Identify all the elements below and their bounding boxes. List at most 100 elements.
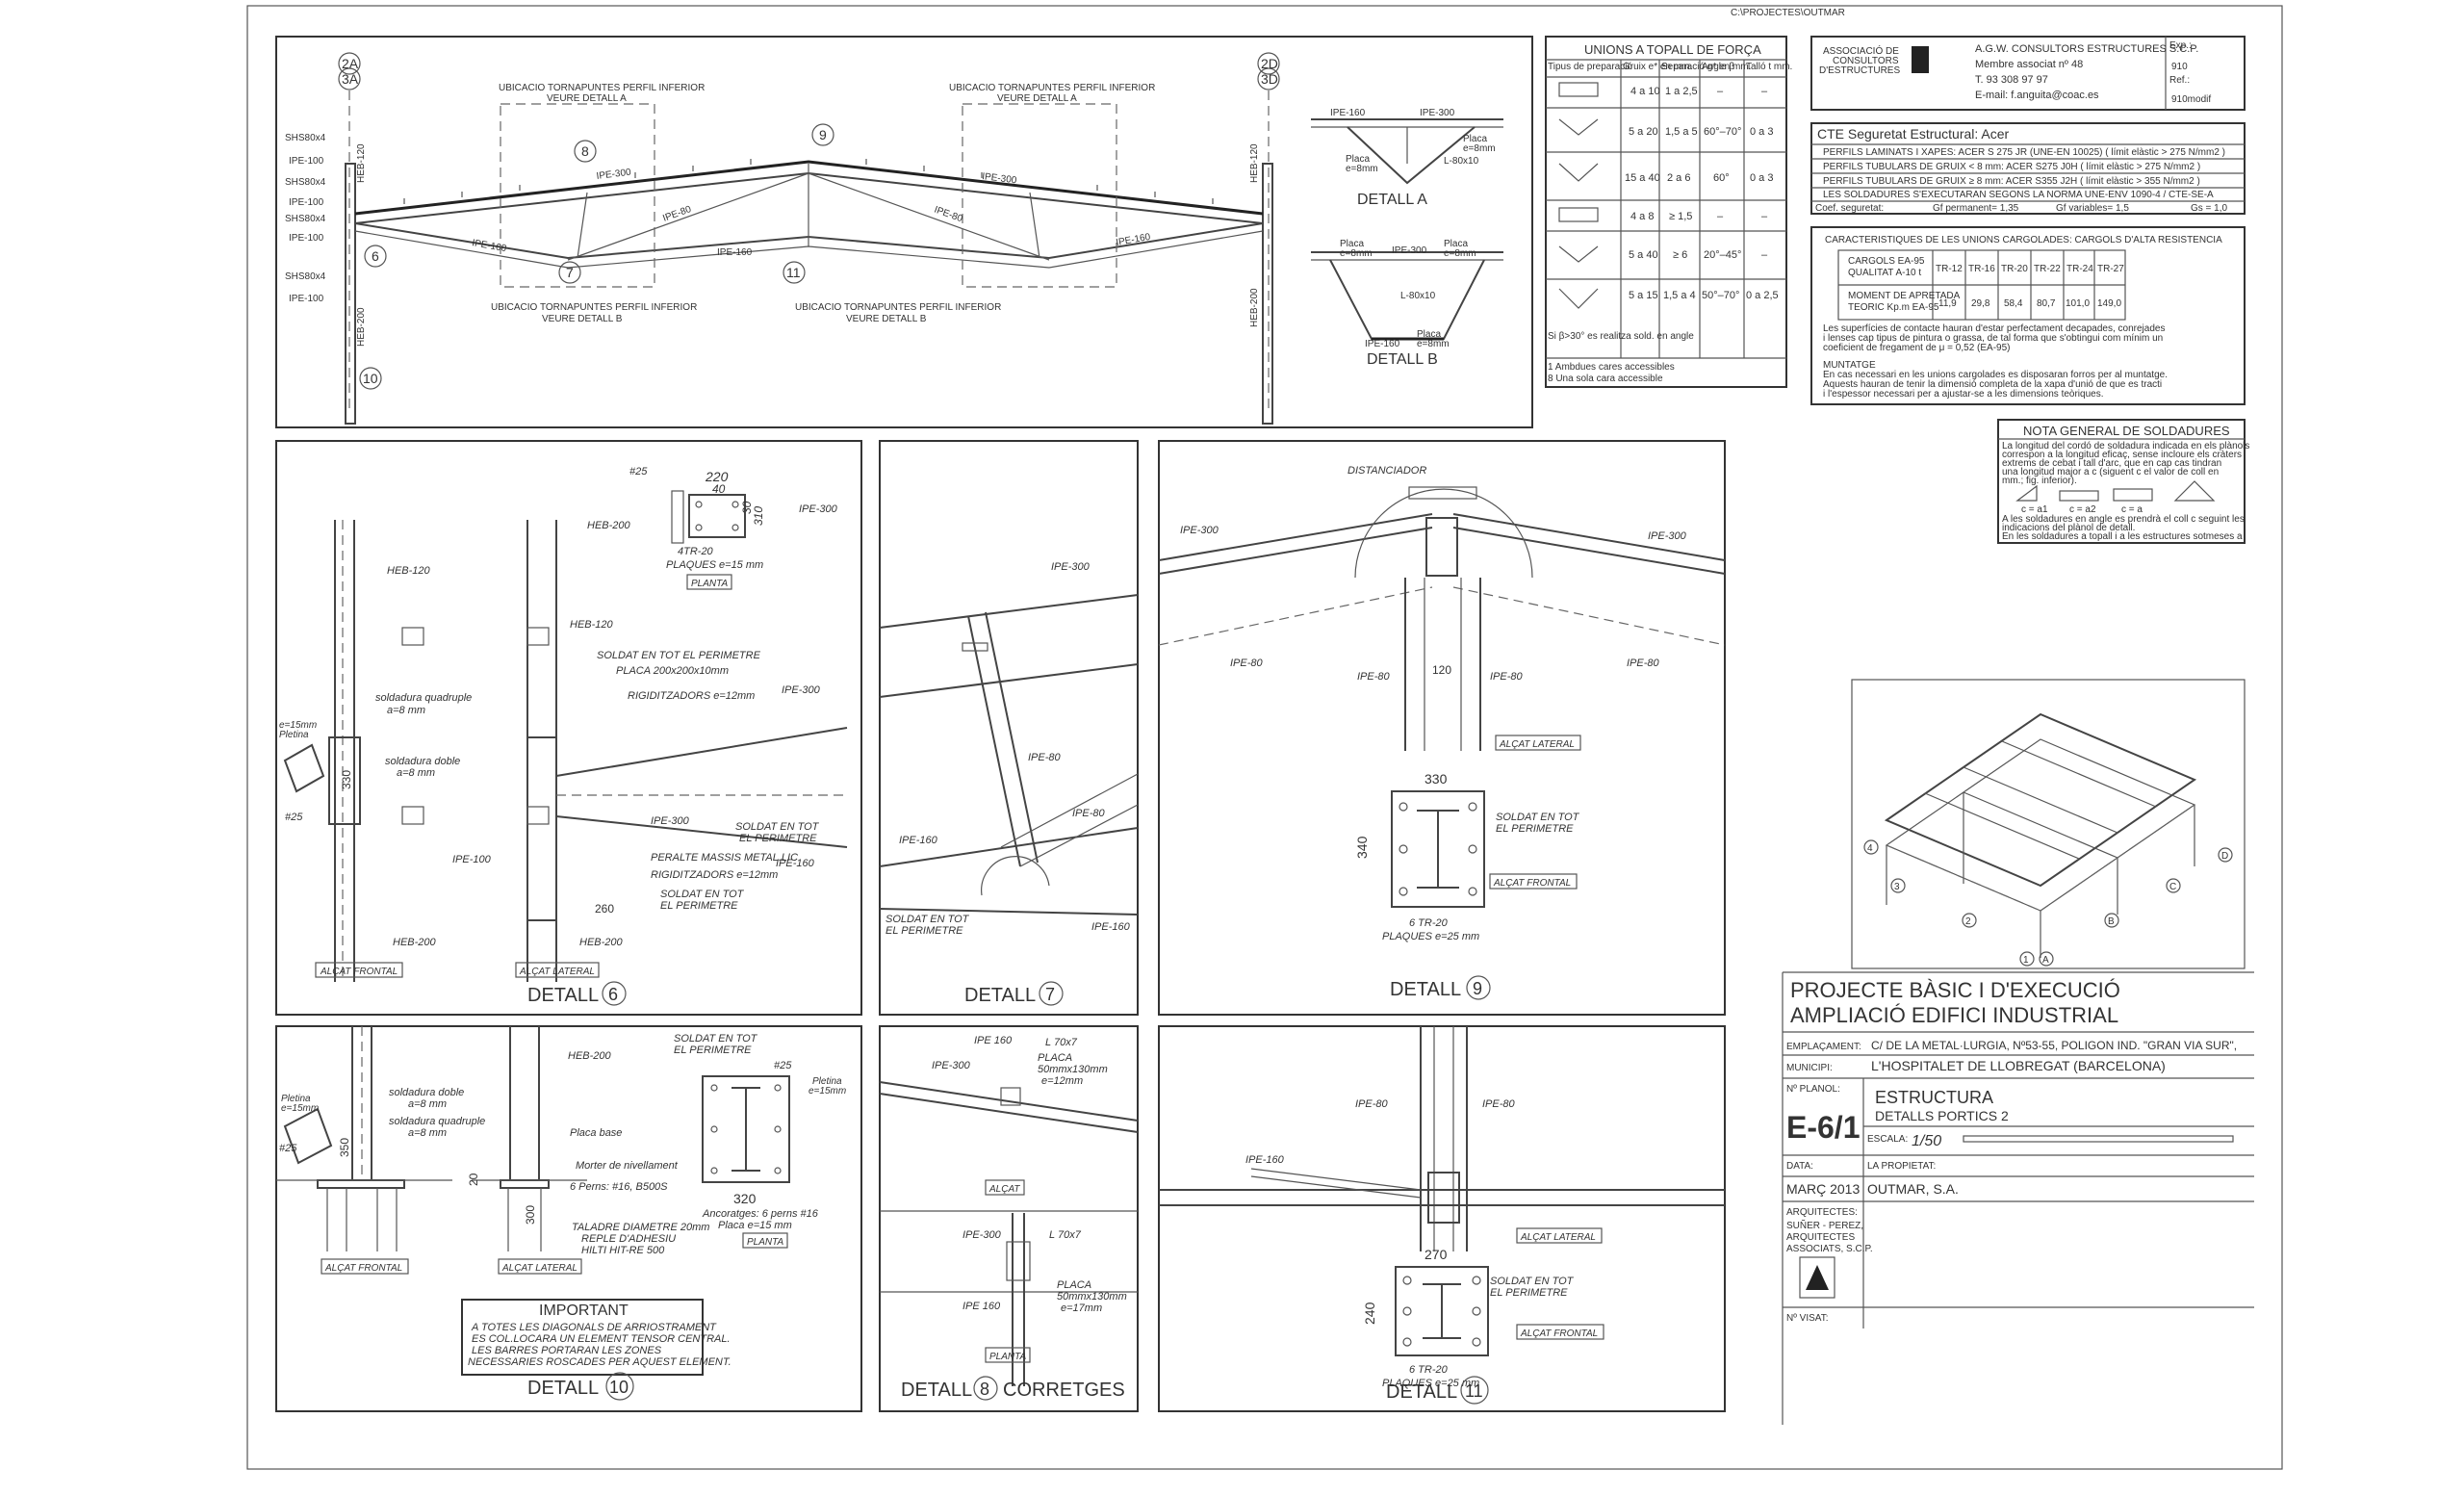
svg-text:i l'espessor necessari per a a: i l'espessor necessari per a ajustar-se …	[1823, 389, 2104, 400]
svg-text:PLAQUES e=15 mm: PLAQUES e=15 mm	[666, 559, 763, 571]
svg-text:ASSOCIATS, S.C.P.: ASSOCIATS, S.C.P.	[1786, 1244, 1873, 1254]
frame-panel	[275, 36, 1533, 428]
svg-text:ESCALA:: ESCALA:	[1867, 1134, 1908, 1145]
svg-text:Exp.:: Exp.:	[2169, 40, 2192, 51]
svg-text:SHS80x4: SHS80x4	[285, 271, 326, 282]
svg-text:c = a1: c = a1	[2021, 504, 2048, 515]
svg-text:8 Una sola cara accessible: 8 Una sola cara accessible	[1548, 374, 1663, 384]
svg-text:3: 3	[1894, 882, 1900, 892]
svg-text:Talló t mm.: Talló t mm.	[1746, 62, 1792, 72]
svg-text:Nº VISAT:: Nº VISAT:	[1786, 1313, 1828, 1324]
svg-text:PERALTE MASSIS METAL.LIC: PERALTE MASSIS METAL.LIC	[651, 852, 798, 864]
svg-text:EL PERIMETRE: EL PERIMETRE	[886, 925, 963, 937]
svg-text:IPE-100: IPE-100	[289, 156, 324, 167]
svg-text:ALÇAT: ALÇAT	[988, 1184, 1020, 1195]
svg-text:TR-27: TR-27	[2097, 264, 2124, 274]
svg-text:e=8mm: e=8mm	[1346, 164, 1378, 174]
detail-10-title: DETALL	[527, 1378, 599, 1399]
svg-text:120: 120	[1432, 663, 1451, 677]
svg-text:Placa e=15 mm: Placa e=15 mm	[718, 1220, 792, 1231]
svg-text:IPE-80: IPE-80	[1028, 752, 1062, 763]
svg-text:350: 350	[338, 1138, 351, 1157]
svg-text:6 Perns: #16, B500S: 6 Perns: #16, B500S	[570, 1181, 668, 1193]
svg-text:D: D	[2221, 851, 2228, 862]
svg-text:CARGOLS EA-95: CARGOLS EA-95	[1848, 256, 1925, 267]
svg-text:Placa: Placa	[1340, 239, 1364, 249]
svg-text:#25: #25	[279, 1143, 297, 1154]
detail-7-title: DETALL	[964, 985, 1036, 1006]
svg-text:indicacions del plànol de deta: indicacions del plànol de detall.	[2002, 523, 2135, 533]
svg-text:HEB-200: HEB-200	[587, 520, 631, 531]
bracing-note-4: UBICACIO TORNAPUNTES PERFIL INFERIOR	[795, 302, 1001, 313]
svg-text:IPE-80: IPE-80	[1357, 671, 1391, 683]
svg-text:15 a 40: 15 a 40	[1625, 172, 1660, 184]
svg-text:ES COL.LOCARA UN ELEMENT TENSO: ES COL.LOCARA UN ELEMENT TENSOR CENTRAL.	[472, 1333, 731, 1345]
svg-text:IPE-160: IPE-160	[1116, 232, 1152, 248]
svg-text:PLANTA: PLANTA	[989, 1352, 1026, 1362]
svg-text:RIGIDITZADORS e=12mm: RIGIDITZADORS e=12mm	[651, 869, 778, 881]
svg-text:e=8mm: e=8mm	[1444, 248, 1476, 259]
svg-text:C: C	[2169, 882, 2176, 892]
svg-text:SOLDAT EN TOT: SOLDAT EN TOT	[660, 889, 745, 900]
svg-text:HEB-120: HEB-120	[1249, 143, 1260, 183]
svg-text:C/ DE LA METAL·LURGIA, Nº53-55: C/ DE LA METAL·LURGIA, Nº53-55, POLIGON …	[1871, 1039, 2237, 1052]
svg-text:La longitud del cordó de solda: La longitud del cordó de soldadura indic…	[2002, 441, 2249, 451]
scale-bar	[1963, 1135, 2234, 1143]
svg-text:TR-22: TR-22	[2034, 264, 2061, 274]
svg-text:coeficient de fregament de μ =: coeficient de fregament de μ = 0,52 (EA-…	[1823, 343, 2010, 353]
svg-text:SOLDAT EN TOT EL PERIMETRE: SOLDAT EN TOT EL PERIMETRE	[597, 650, 761, 661]
svg-text:#25: #25	[285, 812, 303, 823]
welding-note: NOTA GENERAL DE SOLDADURES La longitud d…	[1997, 419, 2249, 544]
svg-text:910: 910	[2171, 62, 2188, 72]
svg-text:PLAQUES e=25 mm: PLAQUES e=25 mm	[1382, 931, 1479, 942]
path-label: C:\PROJECTES\OUTMAR	[1731, 8, 1845, 18]
svg-text:HEB-200: HEB-200	[568, 1050, 612, 1062]
grid-3d: 3D	[1261, 71, 1278, 87]
svg-text:20: 20	[467, 1173, 480, 1186]
portal-frame-elevation: 2A 3A 2D 3D	[275, 36, 1533, 428]
owner-name: OUTMAR, S.A.	[1867, 1181, 1959, 1197]
svg-text:300: 300	[524, 1205, 537, 1225]
svg-text:SOLDAT EN TOT: SOLDAT EN TOT	[735, 821, 820, 833]
svg-text:e=15mm: e=15mm	[808, 1086, 846, 1096]
svg-text:IPE-100: IPE-100	[452, 854, 492, 865]
project-title-1: PROJECTE BÀSIC I D'EXECUCIÓ	[1790, 978, 2120, 1002]
svg-text:SUÑER - PEREZ,: SUÑER - PEREZ,	[1786, 1219, 1863, 1231]
svg-text:IPE-80: IPE-80	[1482, 1098, 1516, 1110]
svg-text:c = a2: c = a2	[2069, 504, 2096, 515]
svg-text:Pletina: Pletina	[812, 1076, 842, 1087]
svg-text:IPE-300: IPE-300	[782, 684, 821, 696]
svg-text:mm.; fig. inferior).: mm.; fig. inferior).	[2002, 476, 2077, 486]
svg-text:PLAQUES e=25 mm: PLAQUES e=25 mm	[1382, 1378, 1479, 1389]
svg-text:Gf permanent= 1,35: Gf permanent= 1,35	[1933, 203, 2019, 214]
svg-text:L-80x10: L-80x10	[1400, 291, 1436, 301]
svg-text:IPE-80: IPE-80	[1355, 1098, 1389, 1110]
svg-text:IPE-300: IPE-300	[1180, 525, 1219, 536]
svg-text:Placa base: Placa base	[570, 1127, 622, 1139]
svg-text:correspon a la longitud eficaç: correspon a la longitud eficaç, sense in…	[2002, 450, 2242, 460]
svg-text:EL PERIMETRE: EL PERIMETRE	[1490, 1287, 1568, 1299]
svg-text:9: 9	[1473, 979, 1482, 998]
svg-text:HEB-120: HEB-120	[356, 143, 367, 183]
detail-a: IPE-160 IPE-300 Placa e=8mm L-80x10 Plac…	[1311, 108, 1503, 208]
svg-text:SHS80x4: SHS80x4	[285, 214, 326, 224]
svg-text:En les soldadures a topall i a: En les soldadures a topall i a les estru…	[2002, 531, 2243, 542]
detail-9: DISTANCIADOR IPE-300 IPE-300 IPE-80 IPE-…	[1158, 440, 1726, 1016]
sheet-subtitle: DETALLS PORTICS 2	[1875, 1108, 2009, 1123]
unions-table-row: 5 a 40 ≥ 6 20°–45° –	[1629, 249, 1768, 261]
svg-text:HEB-120: HEB-120	[387, 565, 431, 577]
svg-text:80,7: 80,7	[2037, 298, 2056, 309]
svg-text:Ref.:: Ref.:	[2169, 75, 2190, 86]
axonometric-view: 4 3 2 1 A B C D	[1851, 679, 2246, 969]
svg-text:1,5 a 5: 1,5 a 5	[1665, 126, 1698, 138]
svg-text:T. 93 308 97 97: T. 93 308 97 97	[1975, 74, 2048, 86]
bracing-note-3: UBICACIO TORNAPUNTES PERFIL INFERIOR	[491, 302, 697, 313]
svg-text:IPE-300: IPE-300	[651, 815, 690, 827]
svg-text:A les soldadures en angle es p: A les soldadures en angle es prendrà el …	[2002, 514, 2245, 525]
svg-text:330: 330	[1424, 771, 1448, 787]
svg-text:TEORIC Kp.m EA-95: TEORIC Kp.m EA-95	[1848, 302, 1939, 313]
svg-text:Pletina: Pletina	[281, 1094, 311, 1104]
svg-text:220: 220	[705, 469, 729, 484]
svg-text:ARQUITECTES: ARQUITECTES	[1786, 1232, 1855, 1243]
